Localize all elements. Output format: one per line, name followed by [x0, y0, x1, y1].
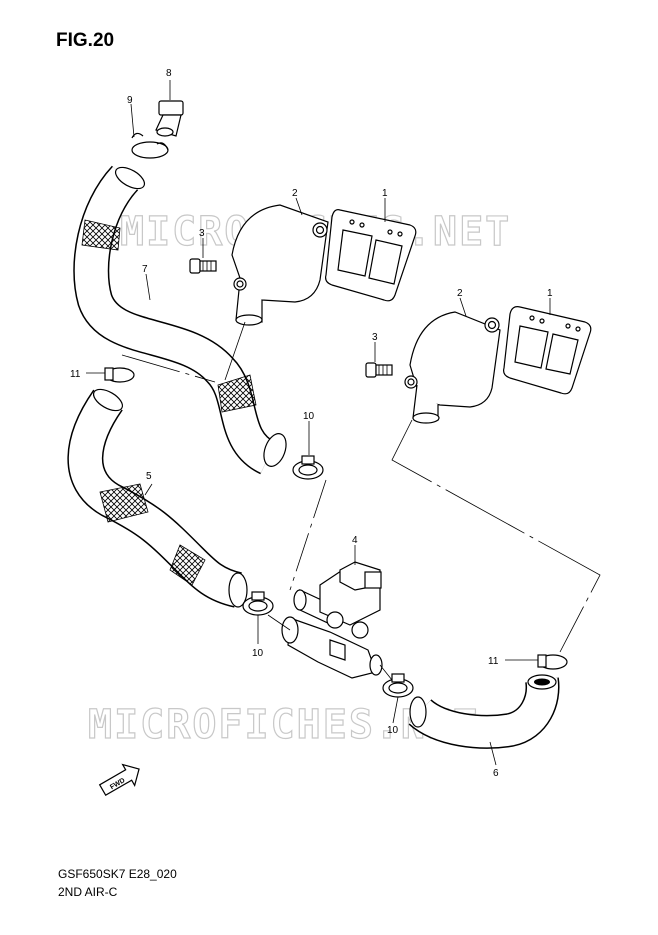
assembly-guide-lines [121, 321, 601, 681]
part-9-clip [131, 132, 169, 159]
forward-arrow-icon: FWD [98, 763, 140, 797]
callout-11b: 11 [488, 656, 499, 667]
callout-9: 9 [127, 95, 133, 106]
callout-3a: 3 [199, 228, 205, 239]
part-7-upper-hose [73, 165, 287, 475]
part-11-clip-b [537, 654, 568, 670]
part-2-cover-lower [404, 311, 501, 424]
part-10-clamp-b [242, 591, 274, 616]
callout-1b: 1 [547, 288, 553, 299]
callout-7: 7 [142, 264, 148, 275]
part-3-bolt-upper [189, 258, 217, 274]
callout-labels: 8 9 2 1 3 7 2 1 3 11 10 5 4 10 11 10 6 [70, 68, 553, 779]
model-code: GSF650SK7 E28_020 [58, 867, 177, 881]
part-6-right-hose [408, 674, 560, 749]
part-2-cover-upper [231, 204, 329, 326]
callout-2b: 2 [457, 288, 463, 299]
section-name: 2ND AIR-C [58, 885, 118, 899]
callout-leaders [86, 80, 551, 766]
figure-title: FIG.20 [56, 30, 115, 51]
callout-10c: 10 [387, 725, 399, 736]
callout-3b: 3 [372, 332, 378, 343]
part-3-bolt-lower [365, 362, 393, 378]
callout-10a: 10 [303, 411, 315, 422]
callout-1a: 1 [382, 188, 388, 199]
callout-11a: 11 [70, 369, 81, 380]
part-4-control-valve [281, 561, 383, 679]
callout-8: 8 [166, 68, 172, 79]
part-10-clamp-a [292, 455, 324, 480]
callout-6: 6 [493, 768, 499, 779]
callout-2a: 2 [292, 188, 298, 199]
part-11-clip-a [104, 367, 135, 383]
callout-5: 5 [146, 471, 152, 482]
part-10-clamp-c [382, 673, 414, 698]
callout-4: 4 [352, 535, 358, 546]
part-5-lower-hose [67, 388, 248, 608]
part-1-reed-plate-upper [325, 209, 417, 302]
part-8-connector [155, 100, 184, 137]
part-1-reed-plate-lower [503, 306, 592, 395]
callout-10b: 10 [252, 648, 264, 659]
